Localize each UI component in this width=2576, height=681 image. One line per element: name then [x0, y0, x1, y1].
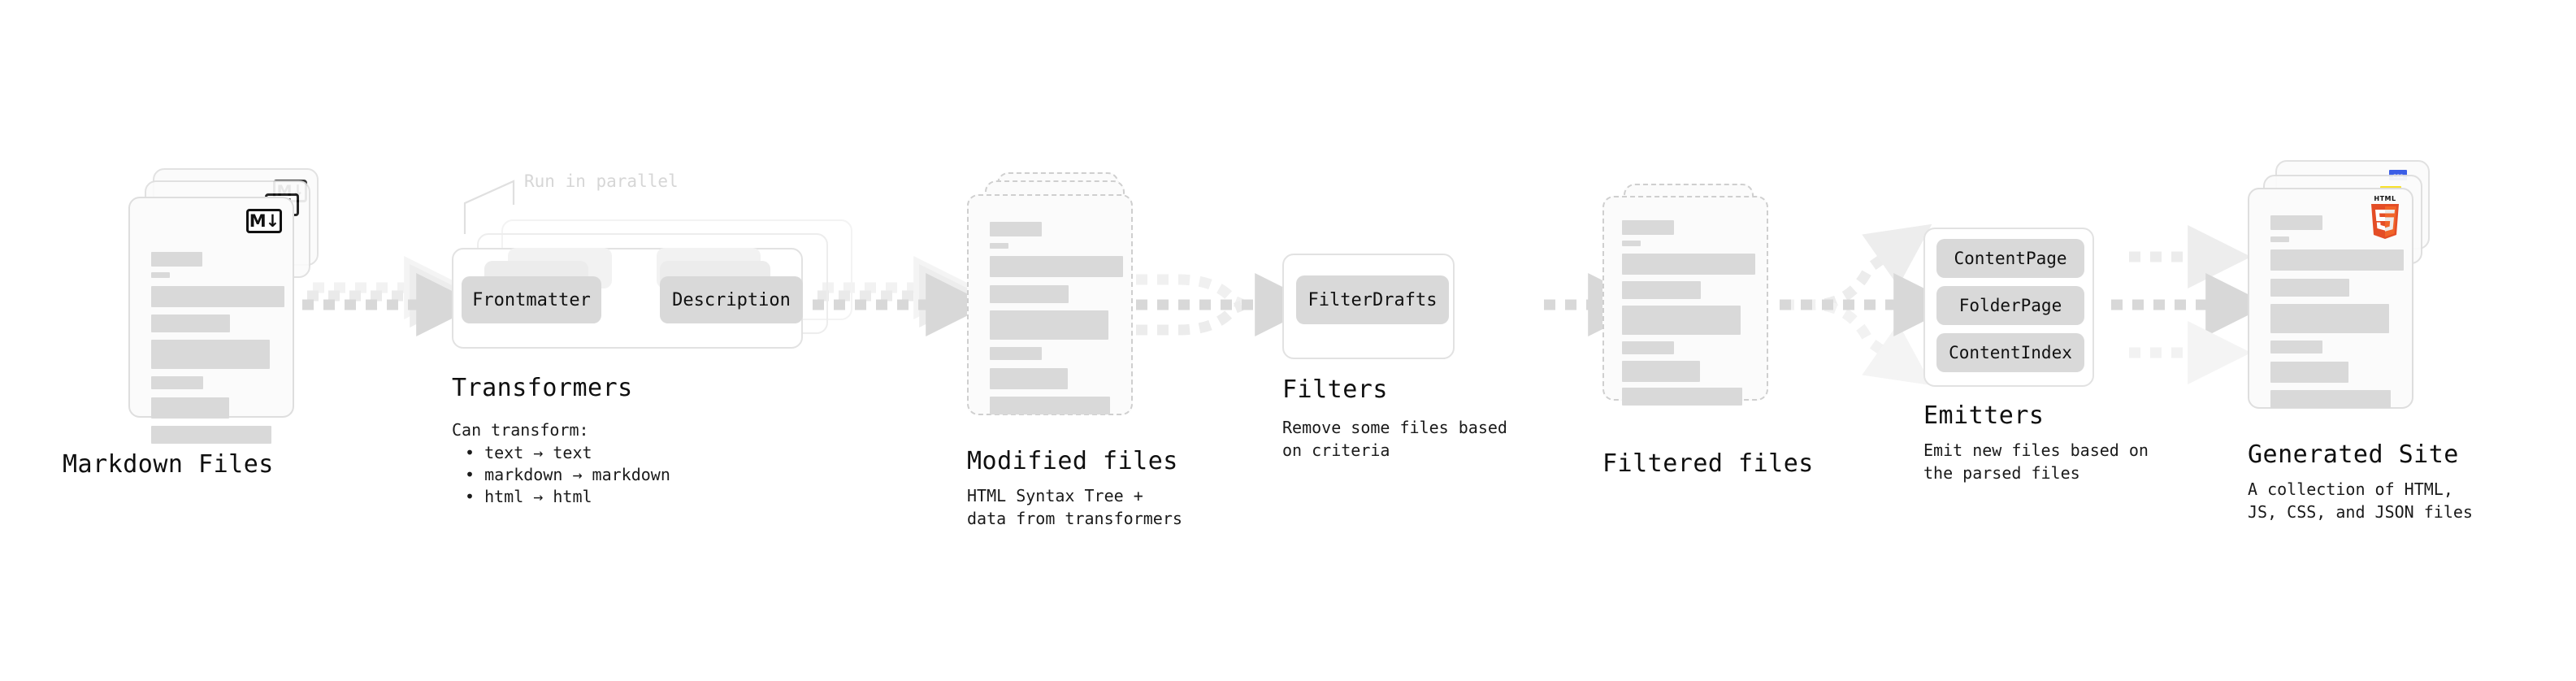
transformer-bullet-1: • text → text — [465, 443, 592, 462]
card-bar — [1622, 341, 1674, 354]
card-bar — [151, 397, 229, 419]
card-bar — [990, 310, 1108, 340]
card-bar — [990, 256, 1123, 277]
transformer-bullet-3: • html → html — [465, 487, 592, 506]
card-bar — [2270, 362, 2348, 383]
arrow-modified-to-filters — [1136, 273, 1319, 336]
card-bar — [990, 397, 1110, 414]
stage-title-markdown-files: Markdown Files — [63, 450, 274, 479]
html5-wordmark: HTML — [2374, 195, 2396, 202]
modified-card-front — [967, 194, 1133, 415]
card-bar — [151, 272, 170, 278]
emitter-pill-contentindex[interactable]: ContentIndex — [1936, 333, 2084, 372]
run-in-parallel-annotation: Run in parallel — [524, 171, 679, 191]
stage-title-filters: Filters — [1282, 375, 1388, 404]
stage-desc-transformers: Can transform: — [452, 420, 589, 440]
emitters-group-box: ContentPage FolderPage ContentIndex — [1923, 228, 2094, 387]
card-bar — [1622, 306, 1741, 335]
stage-desc-filters: Remove some files based on criteria — [1282, 418, 1507, 461]
markdown-badge: M↓ — [246, 209, 282, 233]
card-bar — [2270, 340, 2322, 354]
card-bar — [990, 368, 1068, 389]
stage-desc-modified-files: HTML Syntax Tree + data from transformer… — [967, 486, 1182, 529]
markdown-card-front: M↓ — [128, 197, 294, 444]
stage-desc-emitters: Emit new files based on the parsed files — [1923, 440, 2149, 484]
card-bar — [990, 222, 1042, 236]
card-bar — [151, 252, 202, 267]
card-bar — [151, 340, 270, 369]
card-bar — [1622, 241, 1641, 246]
html5-icon: HTML — [2370, 195, 2400, 240]
card-bar — [990, 347, 1042, 360]
stage-title-filtered-files: Filtered files — [1602, 449, 1814, 478]
card-bar — [2270, 249, 2404, 271]
card-bar — [151, 376, 203, 389]
arrow-filtered-to-emitters — [1780, 223, 1958, 386]
card-bar — [2270, 236, 2289, 242]
transformer-pill-frontmatter[interactable]: Frontmatter — [462, 276, 601, 323]
transformer-bullet-2: • markdown → markdown — [465, 465, 670, 484]
emitter-pill-contentpage[interactable]: ContentPage — [1936, 239, 2084, 278]
emitter-pill-folderpage[interactable]: FolderPage — [1936, 286, 2084, 325]
transformer-pill-description[interactable]: Description — [660, 276, 803, 323]
card-bar — [151, 426, 271, 444]
card-bar — [990, 285, 1069, 303]
card-bar — [151, 286, 284, 307]
card-bar — [990, 243, 1008, 249]
card-bar — [2270, 279, 2349, 297]
card-bar — [1622, 220, 1674, 235]
arrow-markdown-to-transformers — [302, 256, 480, 336]
card-bar — [2270, 304, 2389, 333]
card-bar — [151, 314, 230, 332]
stage-title-modified-files: Modified files — [967, 447, 1178, 475]
card-bar — [1622, 281, 1701, 299]
card-bar — [1622, 254, 1755, 275]
filter-pill-filterdrafts[interactable]: FilterDrafts — [1296, 275, 1449, 324]
site-card-front: HTML — [2248, 188, 2413, 409]
arrow-emitters-to-site — [2111, 225, 2270, 384]
filtered-card-front — [1602, 196, 1768, 406]
stage-title-transformers: Transformers — [452, 374, 633, 402]
card-bar — [1622, 388, 1742, 406]
filters-group-box: FilterDrafts — [1282, 254, 1455, 359]
card-bar — [1622, 361, 1700, 382]
card-bar — [2270, 215, 2322, 230]
stage-title-emitters: Emitters — [1923, 401, 2045, 430]
card-bar — [2270, 390, 2391, 408]
stage-title-generated-site: Generated Site — [2248, 440, 2459, 469]
stage-desc-generated-site: A collection of HTML, JS, CSS, and JSON … — [2248, 479, 2473, 523]
